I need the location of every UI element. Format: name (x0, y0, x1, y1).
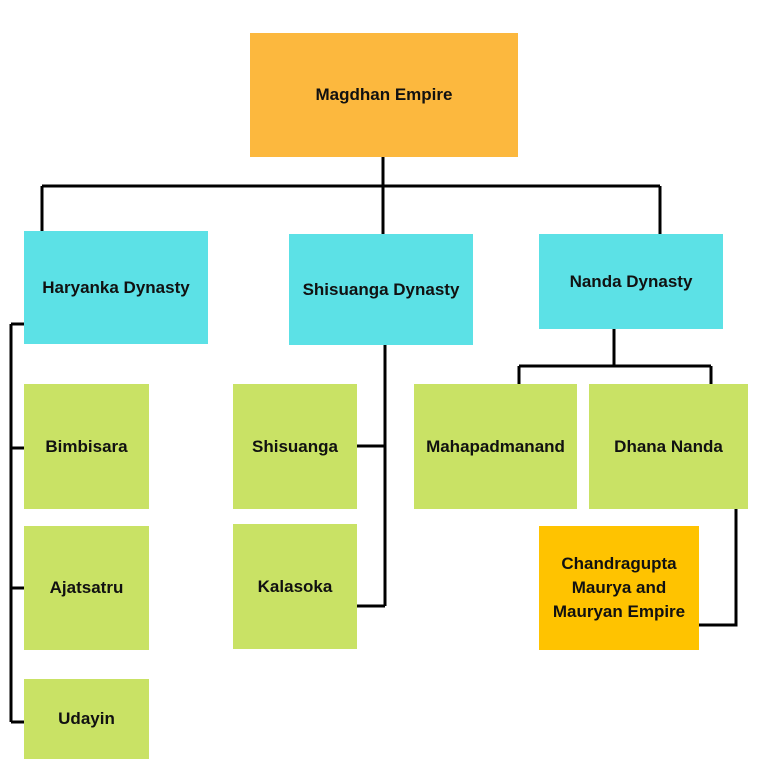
dynasty-nanda: Nanda Dynasty (539, 234, 723, 329)
ruler-bimbisara: Bimbisara (24, 384, 149, 509)
ruler-kalasoka: Kalasoka (233, 524, 357, 649)
ruler-shisuanga: Shisuanga (233, 384, 357, 509)
ruler-mahapadmanand: Mahapadmanand (414, 384, 577, 509)
connector-to-successor (699, 509, 738, 627)
root-magdhan-empire: Magdhan Empire (250, 33, 518, 157)
successor-chandragupta-maurya: Chandragupta Maurya and Mauryan Empire (539, 526, 699, 650)
ruler-dhana-nanda: Dhana Nanda (589, 384, 748, 509)
ruler-udayin: Udayin (24, 679, 149, 759)
dynasty-haryanka: Haryanka Dynasty (24, 231, 208, 344)
ruler-ajatsatru: Ajatsatru (24, 526, 149, 650)
dynasty-shisuanga: Shisuanga Dynasty (289, 234, 473, 345)
